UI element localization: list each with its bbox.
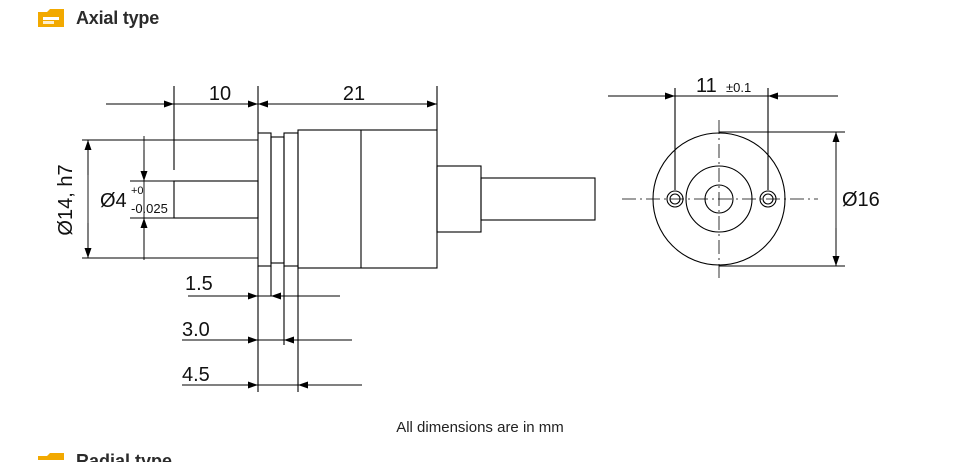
shaft-outline	[173, 180, 259, 219]
units-note: All dimensions are in mm	[396, 419, 564, 436]
next-section-title: Radial type	[76, 452, 173, 462]
dim-label-shaft-tol-lower: -0.025	[131, 201, 168, 216]
dim-label-body-diameter: Ø14, h7	[55, 164, 77, 235]
rear-shaft	[480, 177, 596, 221]
flange-plate-3	[283, 132, 299, 267]
dim-label-hole-spacing-tol: ±0.1	[726, 80, 751, 95]
dim-label-flange-2: 3.0	[182, 319, 210, 341]
dim-label-outer-diameter: Ø16	[842, 189, 880, 211]
mounting-hole-right	[759, 190, 777, 208]
section-header: Axial type	[36, 6, 159, 30]
flange-plate-1	[257, 132, 272, 267]
dim-label-shaft-diameter: Ø4	[100, 190, 127, 212]
dim-label-flange-3: 4.5	[182, 364, 210, 386]
dim-label-flange-1: 1.5	[185, 273, 213, 295]
dim-label-hole-spacing: 11	[696, 75, 717, 97]
next-section-header: Radial type	[36, 452, 172, 462]
mounting-hole-left	[666, 190, 684, 208]
folder-tab-icon	[38, 453, 64, 460]
front-view	[608, 88, 845, 282]
section-title: Axial type	[76, 7, 160, 28]
dim-label-shaft-tol-upper: +0	[131, 185, 144, 197]
body-outline	[297, 129, 438, 269]
dim-label-shaft-length: 10	[209, 83, 231, 105]
rear-hub	[436, 165, 482, 233]
front-inner-ring	[685, 165, 753, 233]
front-outer-circle	[652, 132, 786, 266]
front-shaft-circle	[704, 184, 734, 214]
side-view	[82, 86, 596, 392]
flange-plate-2	[270, 136, 285, 264]
dim-label-body-length: 21	[343, 83, 365, 105]
folder-tab-icon	[38, 9, 64, 27]
